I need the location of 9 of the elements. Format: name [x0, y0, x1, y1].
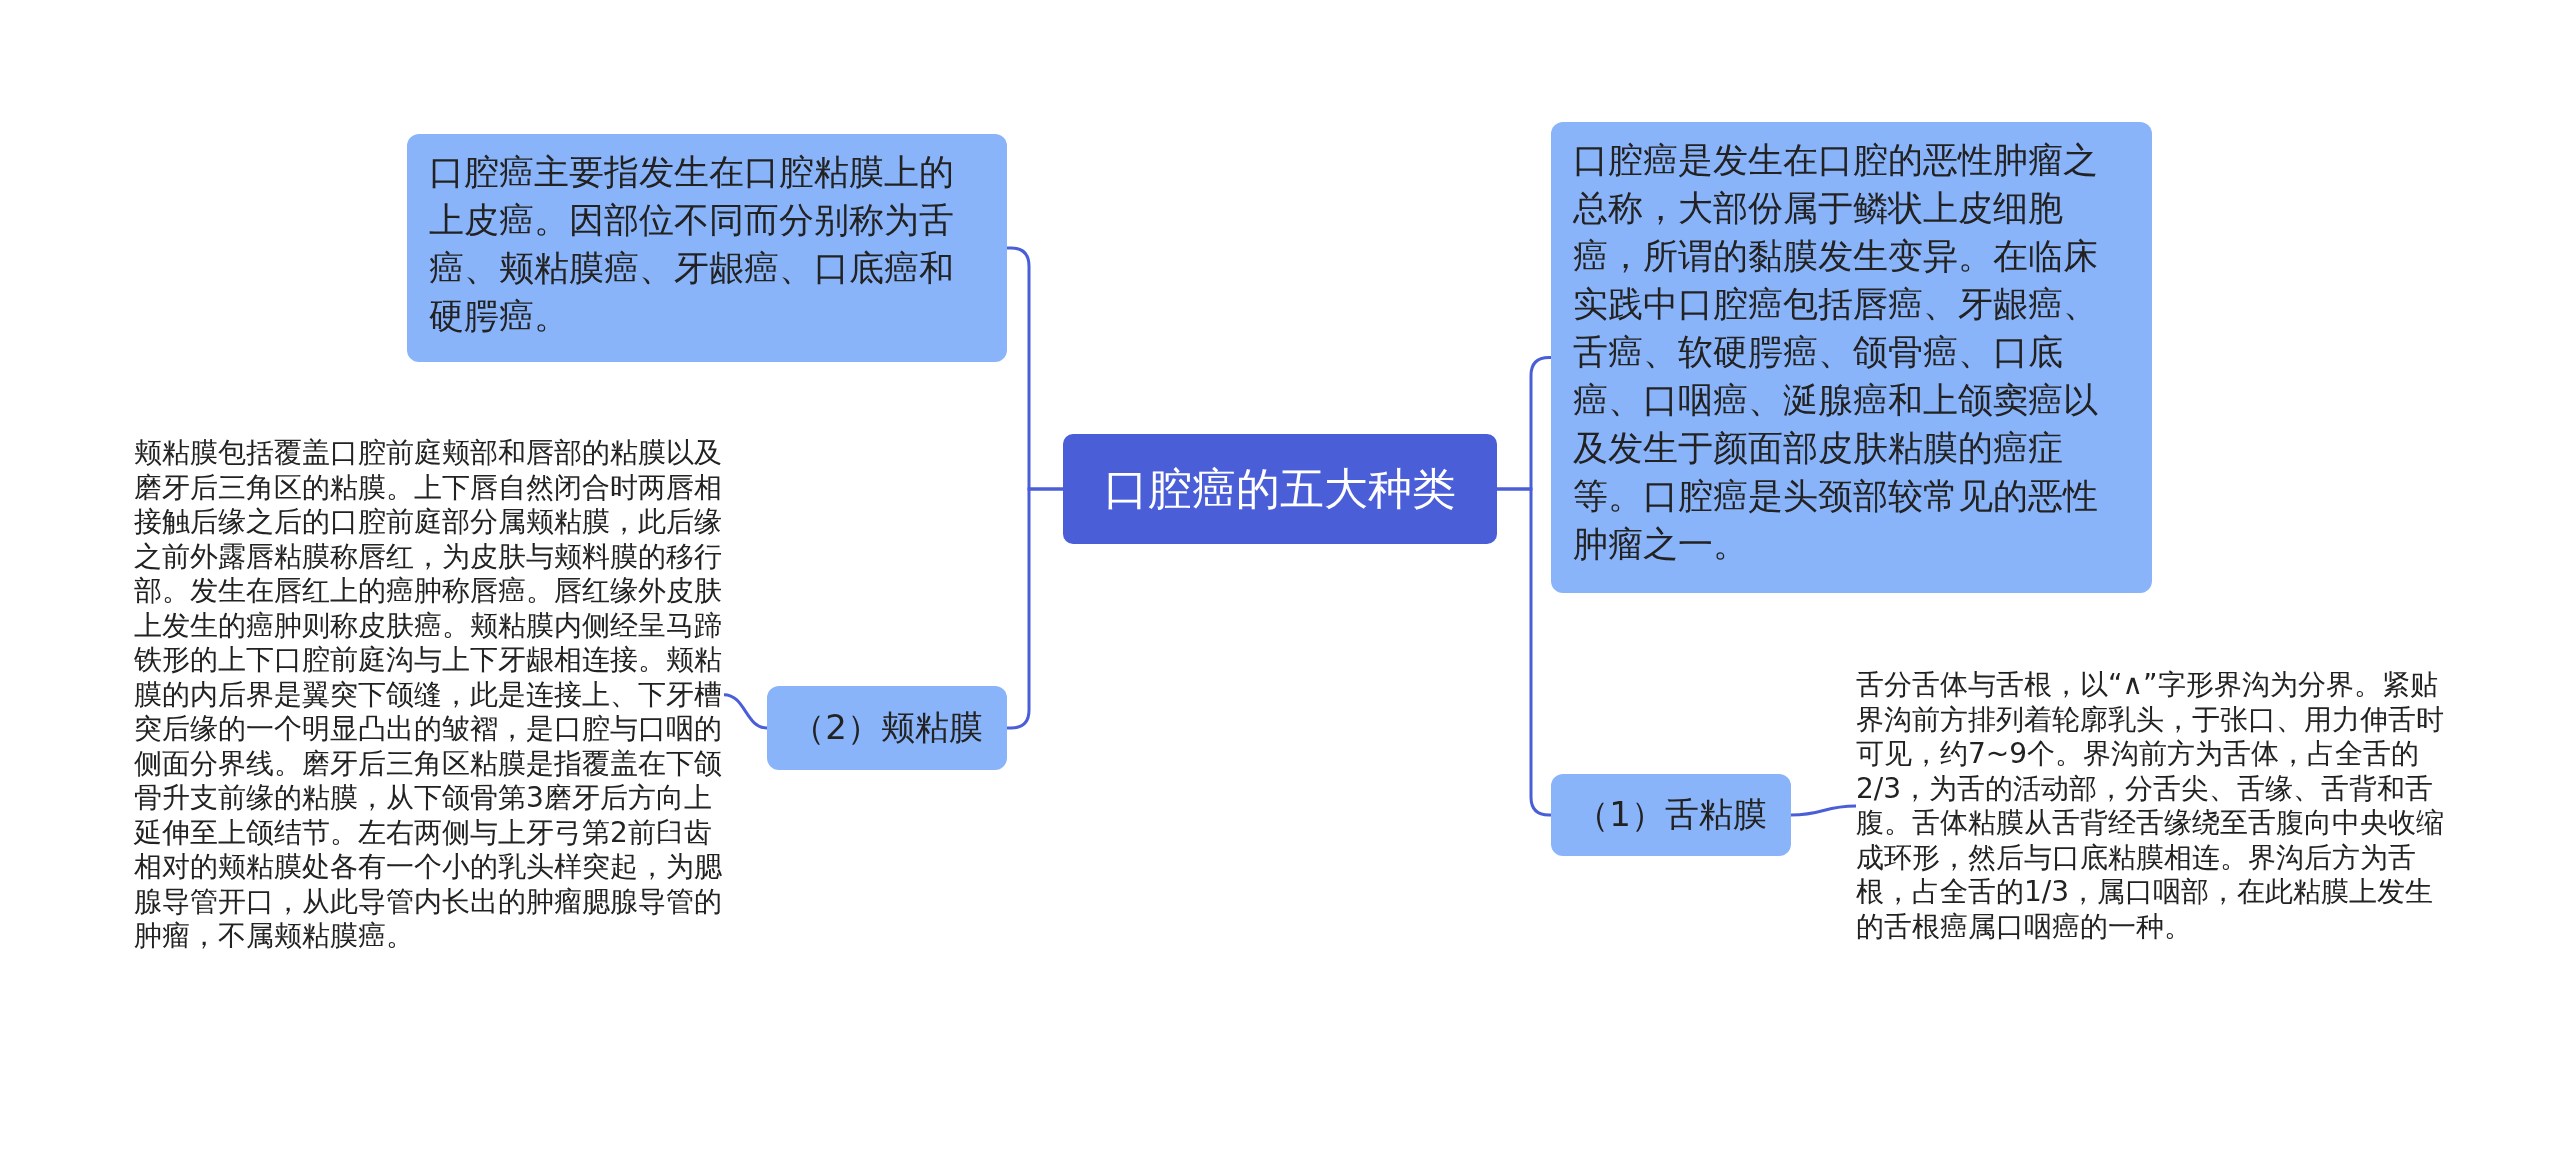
subtopic-box: （1）舌粘膜 [1551, 774, 1791, 856]
subtopic-box: （2）颊粘膜 [767, 686, 1007, 770]
connector-line [1790, 804, 1857, 817]
note-text: 舌分舌体与舌根，以“∧”字形界沟为分界。紧贴界沟前方排列着轮廓乳头，于张口、用力伸舌时可见，约7~9个。界沟前方为舌体，占全舌的2/3，为舌的活动部，分舌尖、舌缘、舌背和舌腹。舌体粘膜从舌背经舌缘绕至舌腹向中央收缩成环形，然后与口底粘膜相连。界沟后方为舌根，占全舌的1/3，属口咽部，在此粘膜上发生的舌根癌属口咽癌的一种。 [1856, 668, 2456, 944]
central-topic-box: 口腔癌的五大种类 [1063, 434, 1497, 544]
topic-box: 口腔癌是发生在口腔的恶性肿瘤之总称，大部份属于鳞状上皮细胞癌，所谓的黏膜发生变异。在临床实践中口腔癌包括唇癌、牙龈癌、舌癌、软硬腭癌、颌骨癌、口底癌、口咽癌、涎腺癌和上颌窦癌以及发生于颜面部皮肤粘膜的癌症等。口腔癌是头颈部较常见的恶性肿瘤之一。 [1551, 122, 2152, 593]
note-text: 颊粘膜包括覆盖口腔前庭颊部和唇部的粘膜以及磨牙后三角区的粘膜。上下唇自然闭合时两唇相接触后缘之后的口腔前庭部分属颊粘膜，此后缘之前外露唇粘膜称唇红，为皮肤与颊料膜的移行部。发生在唇红上的癌肿称唇癌。唇红缘外皮肤上发生的癌肿则称皮肤癌。颊粘膜内侧经呈马蹄铁形的上下口腔前庭沟与上下牙龈相连接。颊粘膜的内后界是翼突下颌缝，此是连接上、下牙槽突后缘的一个明显凸出的皱褶，是口腔与口咽的侧面分界线。磨牙后三角区粘膜是指覆盖在下颌骨升支前缘的粘膜，从下颌骨第3磨牙后方向上延伸至上颌结节。左右两侧与上牙弓第2前臼齿相对的颊粘膜处各有一个小的乳头样突起，为腮腺导管开口，从此导管内长出的肿瘤腮腺导管的肿瘤，不属颊粘膜癌。 [134, 436, 724, 954]
topic-box: 口腔癌主要指发生在口腔粘膜上的上皮癌。因部位不同而分别称为舌癌、颊粘膜癌、牙龈癌、口底癌和硬腭癌。 [407, 134, 1007, 362]
connector-line [723, 693, 768, 730]
